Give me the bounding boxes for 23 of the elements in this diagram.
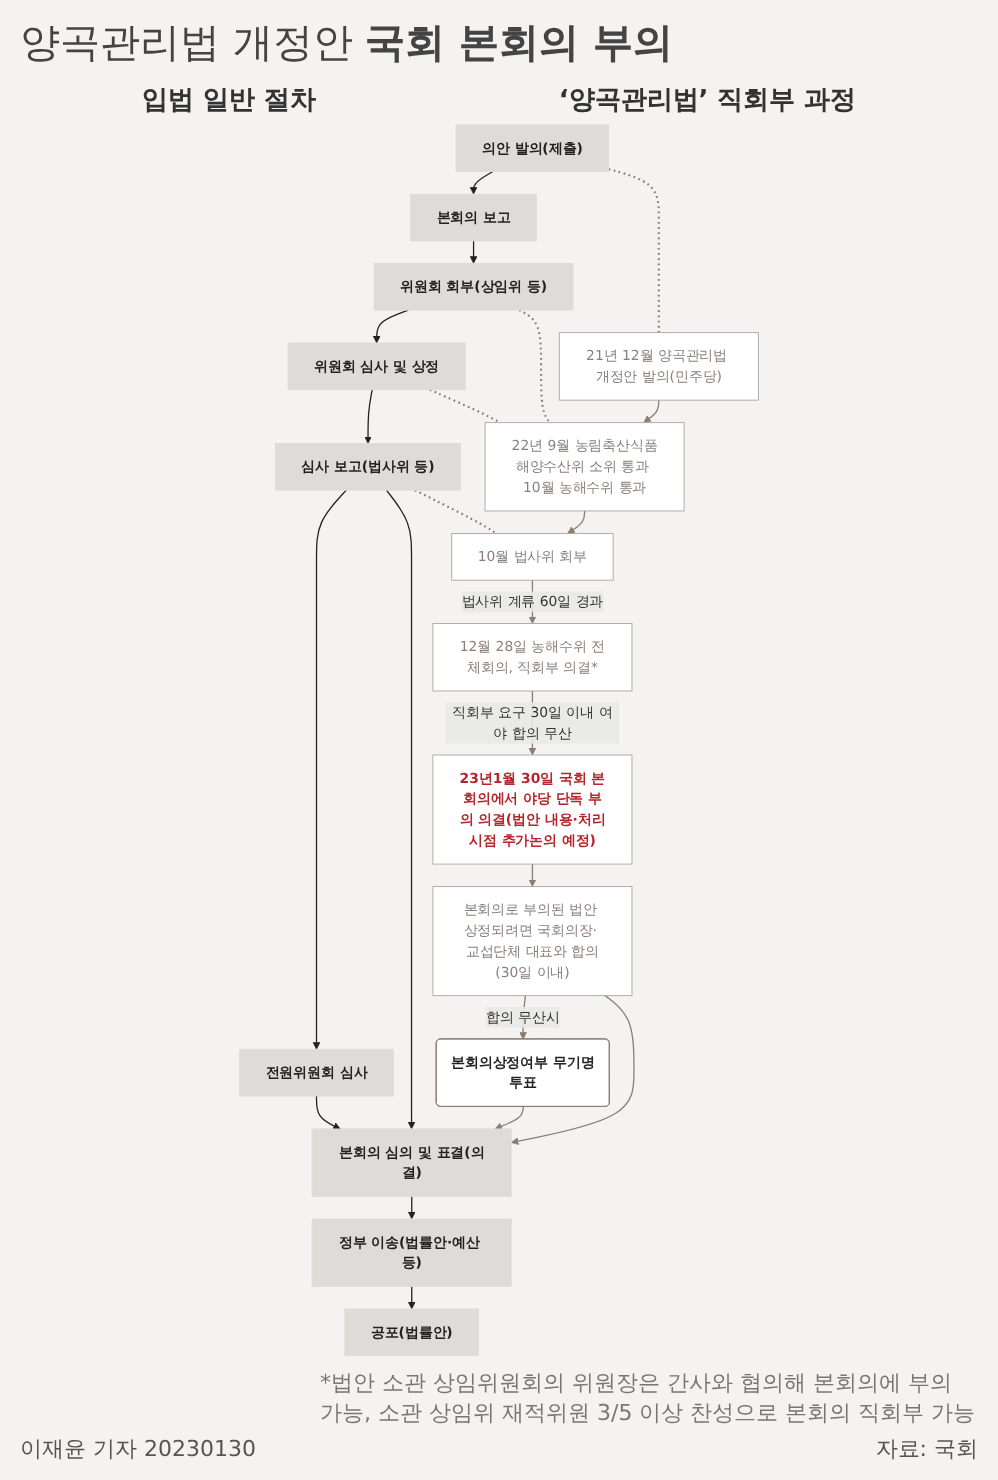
- arrow: [407, 1195, 416, 1220]
- arrow: [643, 399, 660, 423]
- arrow: [494, 1106, 524, 1130]
- connector: [429, 388, 501, 424]
- arrow: [372, 309, 409, 344]
- connector: [414, 489, 497, 535]
- connector: [518, 309, 551, 424]
- column-heading: ‘양곡관리법’ 직회부 과정: [558, 84, 857, 118]
- title: 양곡관리법 개정안 국회 본회의 부의: [20, 16, 676, 70]
- connector: [608, 168, 660, 333]
- column-heading: 입법 일반 절차: [141, 84, 316, 118]
- footnote: *법안 소관 상임위원회의 위원장은 간사와 협의해 본회의에 부의 가능, 소관 상임위 재적위원 3/5 이상 찬성으로 본회의 직회부 가능: [320, 1370, 978, 1430]
- arrow: [385, 489, 416, 1130]
- arrow: [567, 510, 586, 534]
- arrow: [407, 1285, 416, 1310]
- arrow: [312, 489, 347, 1050]
- arrow: [315, 1095, 341, 1130]
- source-note: 자료: 국회: [875, 1434, 978, 1464]
- arrow: [528, 863, 537, 887]
- arrow: [469, 240, 478, 264]
- arrow: [469, 171, 494, 195]
- byline: 이재윤 기자 20230130: [20, 1434, 256, 1464]
- arrow: [364, 389, 373, 444]
